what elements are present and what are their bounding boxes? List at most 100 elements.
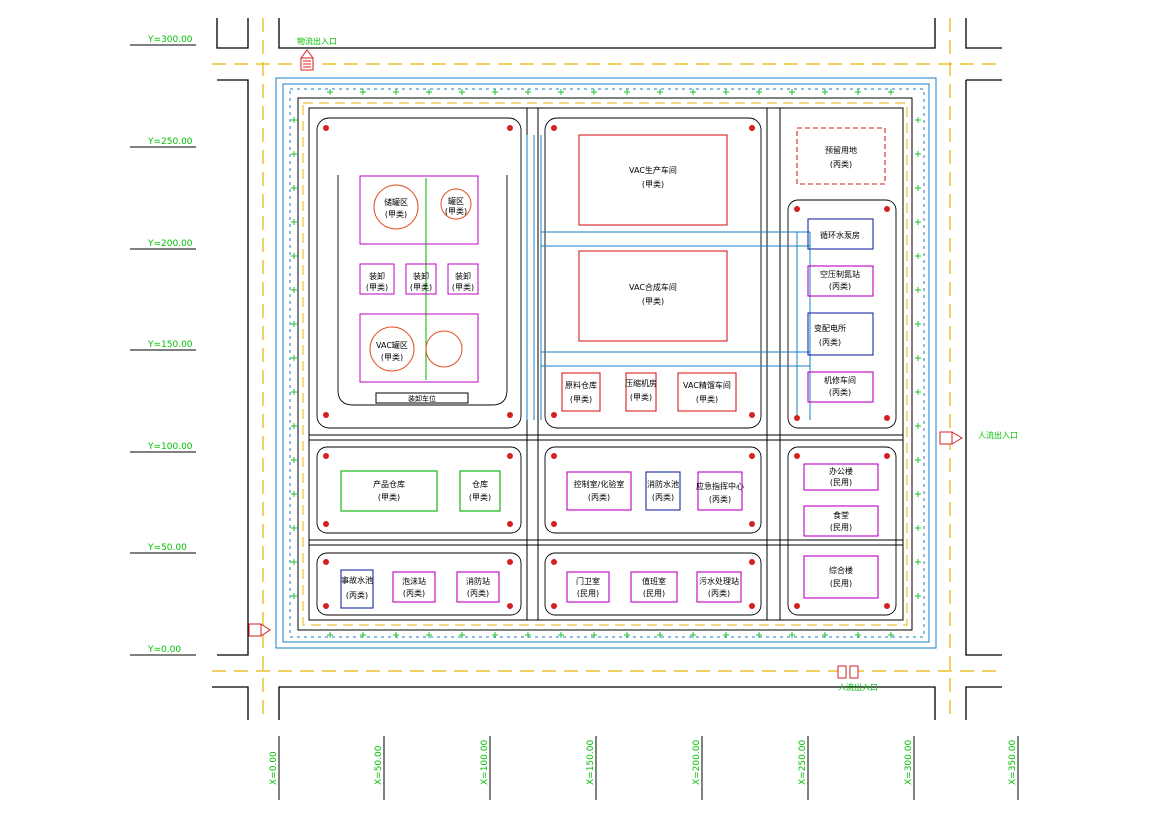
tree-icon	[525, 632, 531, 638]
hydrants	[323, 125, 890, 609]
tree-icon	[525, 89, 531, 95]
x-label-350: X=350.00	[1008, 740, 1018, 785]
tree-icon	[657, 632, 663, 638]
label-mid-3: 应急指挥中心	[696, 481, 744, 491]
label-cabinet: 仓库	[472, 479, 488, 489]
tree-icon	[327, 89, 333, 95]
gate-west[interactable]	[248, 623, 271, 637]
tank-area	[337, 175, 508, 406]
label-top-right: 预留用地	[825, 145, 857, 155]
label-right-4: 机修车间	[824, 375, 856, 385]
tree-icon	[915, 593, 921, 599]
perimeter-pipe	[275, 77, 937, 649]
tree-icon	[624, 632, 630, 638]
tree-icon	[888, 89, 894, 95]
tree-icon	[723, 632, 729, 638]
label-right-3-sub: (丙类)	[819, 337, 841, 347]
y-label-50: Y=50.00	[147, 543, 187, 553]
tree-icon	[291, 185, 297, 191]
label-small-1-sub: (甲类)	[366, 282, 388, 292]
tree-icon	[558, 89, 564, 95]
label-bottom-5-sub: (民用)	[643, 589, 665, 598]
tree-icon	[591, 89, 597, 95]
tree-icon	[291, 423, 297, 429]
tree-icon	[291, 457, 297, 463]
buildings	[340, 127, 886, 609]
tree-icon	[822, 632, 828, 638]
tree-icon	[915, 287, 921, 293]
tree-icon	[915, 389, 921, 395]
tree-icon	[690, 89, 696, 95]
label-vac-plant-2-sub: (甲类)	[642, 296, 664, 306]
internal-roads	[297, 97, 913, 631]
tree-icon	[360, 632, 366, 638]
label-small-3-sub: (甲类)	[452, 282, 474, 292]
tree-icon	[393, 89, 399, 95]
y-label-100: Y=100.00	[147, 442, 193, 452]
tree-icon	[291, 117, 297, 123]
label-tank-b-sub: (甲类)	[445, 206, 467, 216]
label-bottom-1: 事故水池	[341, 575, 373, 585]
x-label-300: X=300.00	[904, 740, 914, 785]
tree-icon	[360, 89, 366, 95]
label-bottom-4-sub: (民用)	[577, 589, 599, 598]
label-right-6: 食堂	[833, 510, 849, 520]
label-tank-a-sub: (甲类)	[385, 209, 407, 219]
tree-icon	[915, 491, 921, 497]
y-label-150: Y=150.00	[147, 340, 193, 350]
tree-icon	[657, 89, 663, 95]
label-vac-tank-sub: (甲类)	[381, 352, 403, 362]
tree-icon	[291, 593, 297, 599]
tree-icon	[426, 632, 432, 638]
label-top-right-sub: (丙类)	[830, 159, 852, 169]
tree-icon	[459, 89, 465, 95]
tree-icon	[591, 632, 597, 638]
label-bottom-3-sub: (丙类)	[467, 588, 489, 598]
gate-north[interactable]	[300, 49, 314, 71]
tree-icon	[915, 253, 921, 259]
north-gate-label: 物流出入口	[297, 36, 337, 46]
outer-streets	[212, 18, 1002, 720]
label-right-5-sub: (民用)	[830, 478, 852, 487]
tree-icon	[723, 89, 729, 95]
label-vac-plant-1-sub: (甲类)	[642, 179, 664, 189]
label-bottom-3: 消防站	[466, 576, 490, 586]
label-mid-2-sub: (丙类)	[652, 492, 674, 502]
x-label-200: X=200.00	[692, 740, 702, 785]
label-bottom-1-sub: (丙类)	[346, 590, 368, 600]
label-vac-small-2: 压缩机房	[625, 378, 657, 388]
label-small-2: 装卸	[413, 271, 429, 281]
tree-icon	[291, 389, 297, 395]
tree-icon	[888, 632, 894, 638]
label-bottom-6-sub: (丙类)	[708, 588, 730, 598]
tree-icon	[426, 89, 432, 95]
tree-icon	[291, 287, 297, 293]
gate-east[interactable]	[939, 431, 963, 445]
x-label-0: X=0.00	[269, 751, 279, 785]
gate-south[interactable]	[837, 665, 859, 679]
label-mid-1-sub: (丙类)	[588, 492, 610, 502]
tree-icon	[789, 632, 795, 638]
x-label-150: X=150.00	[586, 740, 596, 785]
y-label-250: Y=250.00	[147, 137, 193, 147]
label-bottom-5: 值班室	[642, 576, 666, 586]
east-gate-label: 人流出入口	[978, 430, 1018, 440]
label-tank-b: 罐区	[448, 196, 464, 206]
label-bottom-2: 泡沫站	[402, 576, 426, 586]
tree-icon	[327, 632, 333, 638]
label-right-7-sub: (民用)	[830, 579, 852, 588]
tree-icon	[291, 491, 297, 497]
tree-icon	[459, 632, 465, 638]
label-tank-a: 储罐区	[384, 197, 408, 207]
tree-icon	[789, 89, 795, 95]
label-bottom-2-sub: (丙类)	[403, 588, 425, 598]
tree-icon	[855, 632, 861, 638]
tree-icon	[291, 355, 297, 361]
label-small-1: 装卸	[369, 271, 385, 281]
label-mid-2: 消防水池	[647, 479, 679, 489]
tree-icon	[291, 219, 297, 225]
label-bottom-4: 门卫室	[576, 576, 600, 586]
y-label-0: Y=0.00	[147, 645, 181, 655]
tree-icon	[855, 89, 861, 95]
